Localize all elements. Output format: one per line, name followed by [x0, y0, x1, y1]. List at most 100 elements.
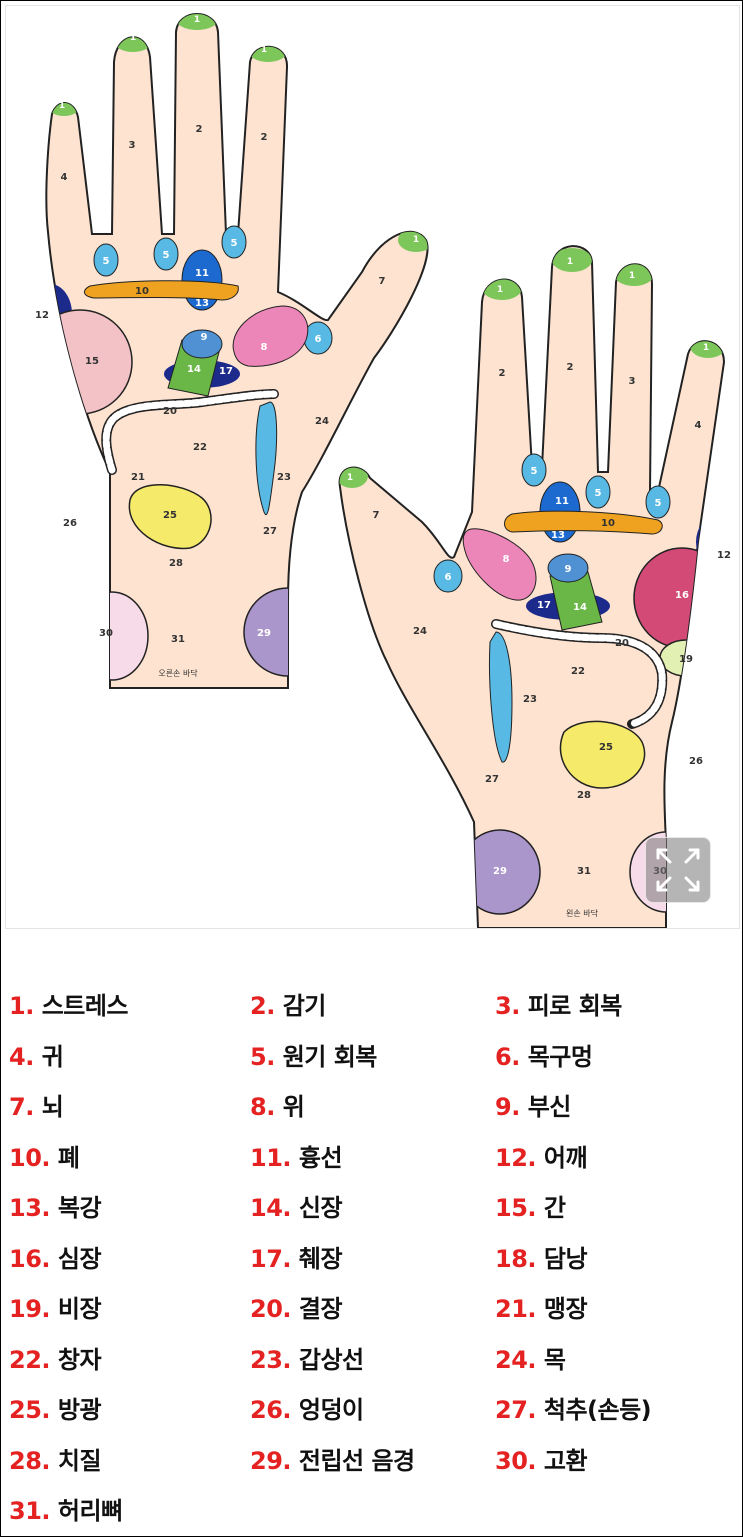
legend-item: 15. 간 [495, 1188, 566, 1223]
legend-number: 4. [9, 1042, 34, 1071]
legend-item: 25. 방광 [9, 1390, 102, 1425]
legend-label: 목 [543, 1345, 566, 1374]
legend-item: 19. 비장 [9, 1289, 102, 1324]
svg-text:29: 29 [493, 866, 507, 877]
legend-label: 흉선 [298, 1143, 343, 1172]
legend-number: 6. [495, 1042, 520, 1071]
legend-item: 22. 창자 [9, 1340, 102, 1375]
legend-item: 14. 신장 [250, 1188, 343, 1223]
svg-text:8: 8 [261, 342, 268, 353]
svg-text:1: 1 [567, 257, 573, 267]
legend-item: 27. 척추(손등) [495, 1390, 652, 1425]
legend-item: 12. 어깨 [495, 1138, 588, 1173]
legend-label: 전립선 음경 [298, 1446, 415, 1475]
legend-label: 간 [543, 1194, 566, 1222]
legend-number: 7. [9, 1093, 34, 1121]
legend-item: 30. 고환 [495, 1441, 588, 1476]
svg-text:14: 14 [187, 364, 201, 375]
svg-text:1: 1 [497, 285, 503, 295]
legend-number: 29. [250, 1446, 292, 1475]
legend-number: 21. [495, 1295, 537, 1323]
legend-item: 9. 부신 [495, 1087, 571, 1122]
legend-item: 13. 복강 [9, 1188, 102, 1223]
legend-number: 31. [9, 1497, 51, 1525]
svg-text:5: 5 [231, 238, 238, 249]
svg-text:24: 24 [315, 416, 329, 427]
left-hand-caption: 왼손 바닥 [566, 908, 599, 918]
legend-label: 위 [282, 1093, 305, 1121]
svg-text:26: 26 [63, 518, 77, 529]
svg-text:2: 2 [261, 132, 268, 143]
legend-label: 엉덩이 [298, 1396, 364, 1424]
legend-label: 뇌 [41, 1093, 64, 1121]
svg-text:12: 12 [35, 310, 49, 321]
svg-text:28: 28 [577, 790, 591, 801]
left-hand: 1 1 1 1 1 2 2 3 4 5 5 5 11 13 10 7 6 [338, 245, 731, 928]
svg-text:3: 3 [129, 140, 136, 151]
svg-text:1: 1 [59, 101, 65, 111]
legend-label: 스트레스 [41, 992, 129, 1020]
svg-text:1: 1 [703, 343, 709, 353]
svg-text:11: 11 [195, 268, 209, 279]
svg-text:1: 1 [130, 33, 136, 43]
legend-label: 부신 [527, 1093, 572, 1121]
svg-text:6: 6 [445, 572, 452, 583]
legend-item: 17. 췌장 [250, 1239, 343, 1274]
svg-text:10: 10 [135, 286, 149, 297]
legend-number: 15. [495, 1194, 537, 1222]
expand-image-button[interactable] [645, 837, 711, 903]
svg-text:27: 27 [263, 526, 277, 537]
legend-label: 맹장 [543, 1295, 588, 1323]
legend-item: 21. 맹장 [495, 1289, 588, 1324]
legend-label: 원기 회복 [282, 1042, 378, 1071]
svg-text:1: 1 [347, 473, 353, 483]
legend-label: 척추(손등) [543, 1396, 652, 1424]
svg-text:14: 14 [573, 602, 587, 613]
legend-item: 26. 엉덩이 [250, 1390, 364, 1425]
svg-text:9: 9 [565, 564, 572, 575]
legend-number: 25. [9, 1396, 51, 1424]
legend-number: 16. [9, 1244, 51, 1273]
legend-item: 4. 귀 [9, 1037, 64, 1072]
legend-number: 24. [495, 1345, 537, 1374]
legend-number: 14. [250, 1194, 292, 1222]
svg-text:31: 31 [577, 866, 591, 877]
legend-item: 28. 치질 [9, 1441, 102, 1476]
svg-text:2: 2 [196, 124, 203, 135]
legend-number: 19. [9, 1295, 51, 1323]
legend-label: 췌장 [298, 1244, 343, 1273]
svg-text:21: 21 [131, 472, 145, 483]
legend-label: 폐 [57, 1143, 80, 1172]
legend-item: 2. 감기 [250, 986, 326, 1021]
svg-text:22: 22 [193, 442, 207, 453]
svg-text:29: 29 [257, 628, 271, 639]
legend-number: 5. [250, 1042, 275, 1071]
legend-number: 3. [495, 992, 520, 1020]
legend-label: 귀 [41, 1042, 64, 1071]
legend-number: 28. [9, 1446, 51, 1475]
legend-item: 3. 피로 회복 [495, 986, 622, 1021]
svg-text:24: 24 [413, 626, 427, 637]
svg-text:8: 8 [503, 554, 510, 565]
svg-text:4: 4 [695, 420, 702, 431]
svg-text:15: 15 [85, 356, 99, 367]
svg-text:23: 23 [523, 694, 537, 705]
svg-text:5: 5 [531, 466, 538, 477]
legend-item: 31. 허리뼈 [9, 1491, 123, 1526]
legend-item: 6. 목구멍 [495, 1037, 593, 1072]
legend-number: 8. [250, 1093, 275, 1121]
right-hand-caption: 오른손 바닥 [158, 668, 198, 678]
legend-item: 23. 갑상선 [250, 1340, 364, 1375]
legend-label: 고환 [543, 1446, 588, 1475]
legend-label: 신장 [298, 1194, 343, 1222]
svg-text:1: 1 [194, 15, 200, 25]
svg-text:5: 5 [595, 488, 602, 499]
legend-number: 11. [250, 1143, 292, 1172]
legend-item: 11. 흉선 [250, 1138, 343, 1173]
legend-number: 2. [250, 992, 275, 1020]
svg-text:20: 20 [163, 406, 177, 417]
legend-label: 피로 회복 [527, 992, 623, 1020]
svg-text:16: 16 [675, 590, 689, 601]
legend-number: 22. [9, 1345, 51, 1374]
legend-label: 방광 [57, 1396, 102, 1424]
